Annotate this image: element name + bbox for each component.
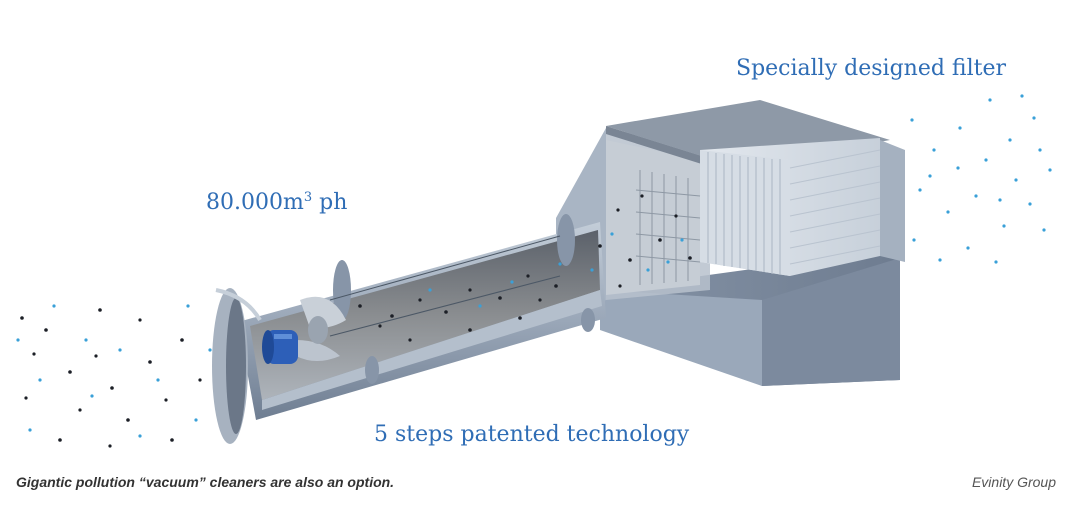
air-purifier-illustration [16,94,1052,448]
airflow-unit: ph [312,190,348,215]
fan-icon [296,296,346,361]
pre-filter-grid [635,170,701,285]
clean-particles [16,94,1052,438]
figure-caption: Gigantic pollution “vacuum” cleaners are… [16,474,395,490]
airflow-label: 80.000m3 ph [206,190,347,215]
intake-tube [238,214,606,420]
filter-label: Specially designed filter [736,56,1006,81]
image-credit: Evinity Group [971,474,1056,490]
filter-label-text: Specially designed filter [736,56,1007,81]
airflow-value: 80.000m [206,190,304,215]
technology-label-text: 5 steps patented technology [374,422,690,447]
airflow-exponent: 3 [303,190,313,205]
technology-label: 5 steps patented technology [374,422,689,447]
dark-particles [20,194,692,448]
filter-block [700,138,881,276]
intake-flange [212,288,262,444]
motor-icon [262,330,298,364]
